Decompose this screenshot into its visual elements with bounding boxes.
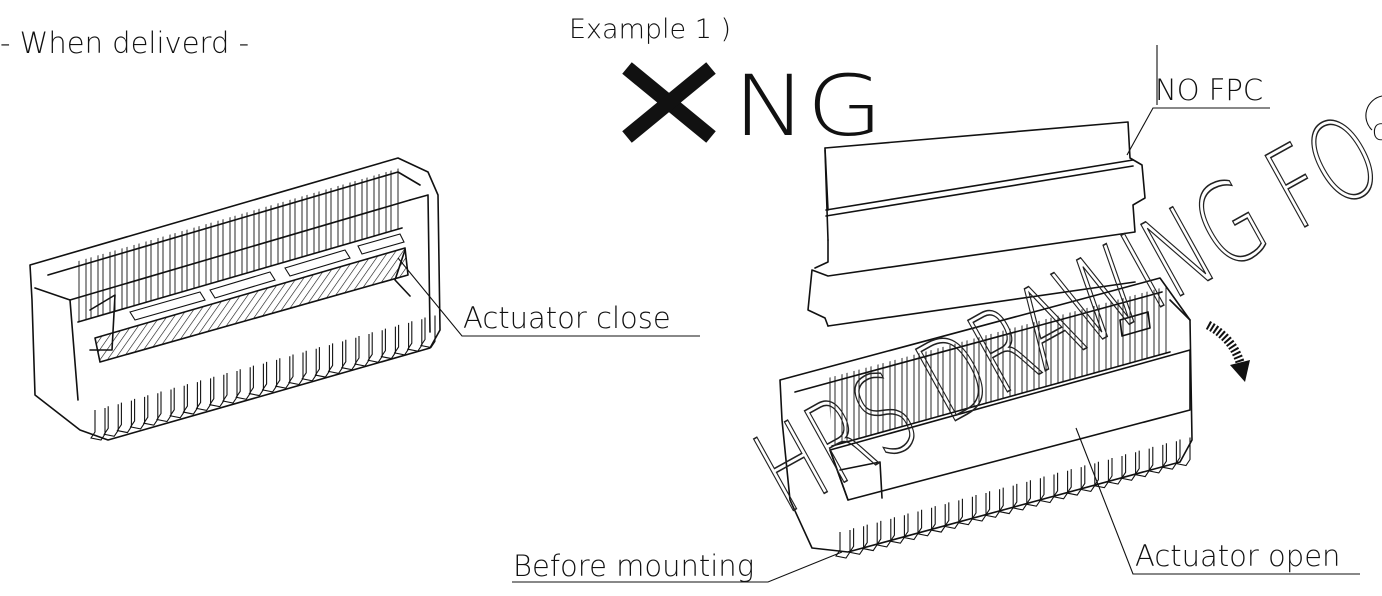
terminal-pin xyxy=(420,315,436,349)
terminal-pin xyxy=(248,363,264,397)
terminal-pin xyxy=(103,404,119,437)
terminal-pin xyxy=(90,408,106,441)
terminal-pin xyxy=(1107,456,1123,485)
leader-actuator-close xyxy=(397,257,700,337)
terminal-pin xyxy=(129,396,146,430)
svg-text:HRS DRAWING FO: HRS DRAWING FO xyxy=(735,90,1382,538)
leader-no-fpc xyxy=(1126,45,1270,156)
terminal-pin xyxy=(208,374,225,408)
terminal-pin xyxy=(903,511,919,541)
terminal-pin xyxy=(182,382,198,415)
terminal-pin xyxy=(1120,452,1137,481)
terminal-pin xyxy=(340,337,357,371)
terminal-pin xyxy=(314,345,330,378)
terminal-pin xyxy=(998,485,1014,515)
label-actuator-open: Actuator open xyxy=(1135,539,1340,573)
terminal-pin xyxy=(971,493,987,522)
terminal-pin xyxy=(930,504,946,533)
terminal-pin xyxy=(288,352,304,386)
terminal-pin xyxy=(875,518,892,548)
terminal-pin xyxy=(195,378,212,412)
x-mark-icon xyxy=(622,62,716,143)
terminal-pin xyxy=(835,530,851,559)
terminal-pin xyxy=(1066,467,1082,496)
label-before-mounting: Before mounting xyxy=(513,549,754,583)
terminal-pin xyxy=(1039,474,1055,504)
terminal-pin xyxy=(1134,448,1150,478)
terminal-pin xyxy=(393,322,410,356)
terminal-pin xyxy=(235,367,251,400)
leader-actuator-open xyxy=(1075,427,1360,575)
terminal-pin xyxy=(1161,441,1177,470)
terminal-pin xyxy=(1147,444,1164,474)
delivered-label: - When deliverd - xyxy=(0,26,249,60)
terminal-pin xyxy=(261,359,278,393)
terminal-pin xyxy=(916,507,933,537)
curved-arrow-icon xyxy=(1205,321,1250,382)
edge-mark: C xyxy=(1372,121,1382,146)
label-actuator-close: Actuator close xyxy=(463,301,671,335)
fpc-board-drawing xyxy=(807,121,1146,327)
terminal-pin xyxy=(156,389,172,423)
terminals-left xyxy=(90,315,436,441)
terminal-pin xyxy=(169,385,185,419)
label-no-fpc: NO FPC xyxy=(1155,73,1263,107)
terminal-pin xyxy=(848,526,865,555)
terminal-pin xyxy=(1175,437,1191,467)
connector-closed-drawing xyxy=(29,157,441,441)
terminal-pin xyxy=(406,319,423,352)
terminal-pin xyxy=(327,341,344,375)
terminal-pin xyxy=(354,334,370,367)
terminal-pin xyxy=(274,356,291,389)
terminal-pin xyxy=(1011,481,1028,511)
terminal-pin xyxy=(943,500,960,530)
terminal-pin xyxy=(142,393,159,426)
connector-open-drawing xyxy=(779,277,1193,553)
terminal-pin xyxy=(222,371,238,404)
terminal-pin xyxy=(957,496,973,526)
terminal-pin xyxy=(1052,470,1069,500)
terminal-pin xyxy=(1079,463,1096,493)
terminal-pin xyxy=(1025,478,1041,507)
terminals-right xyxy=(835,437,1191,559)
terminal-pin xyxy=(984,489,1001,518)
terminal-pin xyxy=(889,515,905,544)
leader-before-mounting xyxy=(512,551,843,583)
terminal-pin xyxy=(380,326,396,360)
terminal-pin xyxy=(862,522,878,552)
watermark: HRS DRAWING FO xyxy=(734,90,1382,540)
terminal-pin xyxy=(301,348,317,382)
example-label: Example 1 ) xyxy=(569,14,731,45)
terminal-pin xyxy=(116,400,132,434)
terminal-pin xyxy=(367,330,383,363)
ng-text: NG xyxy=(733,57,883,155)
